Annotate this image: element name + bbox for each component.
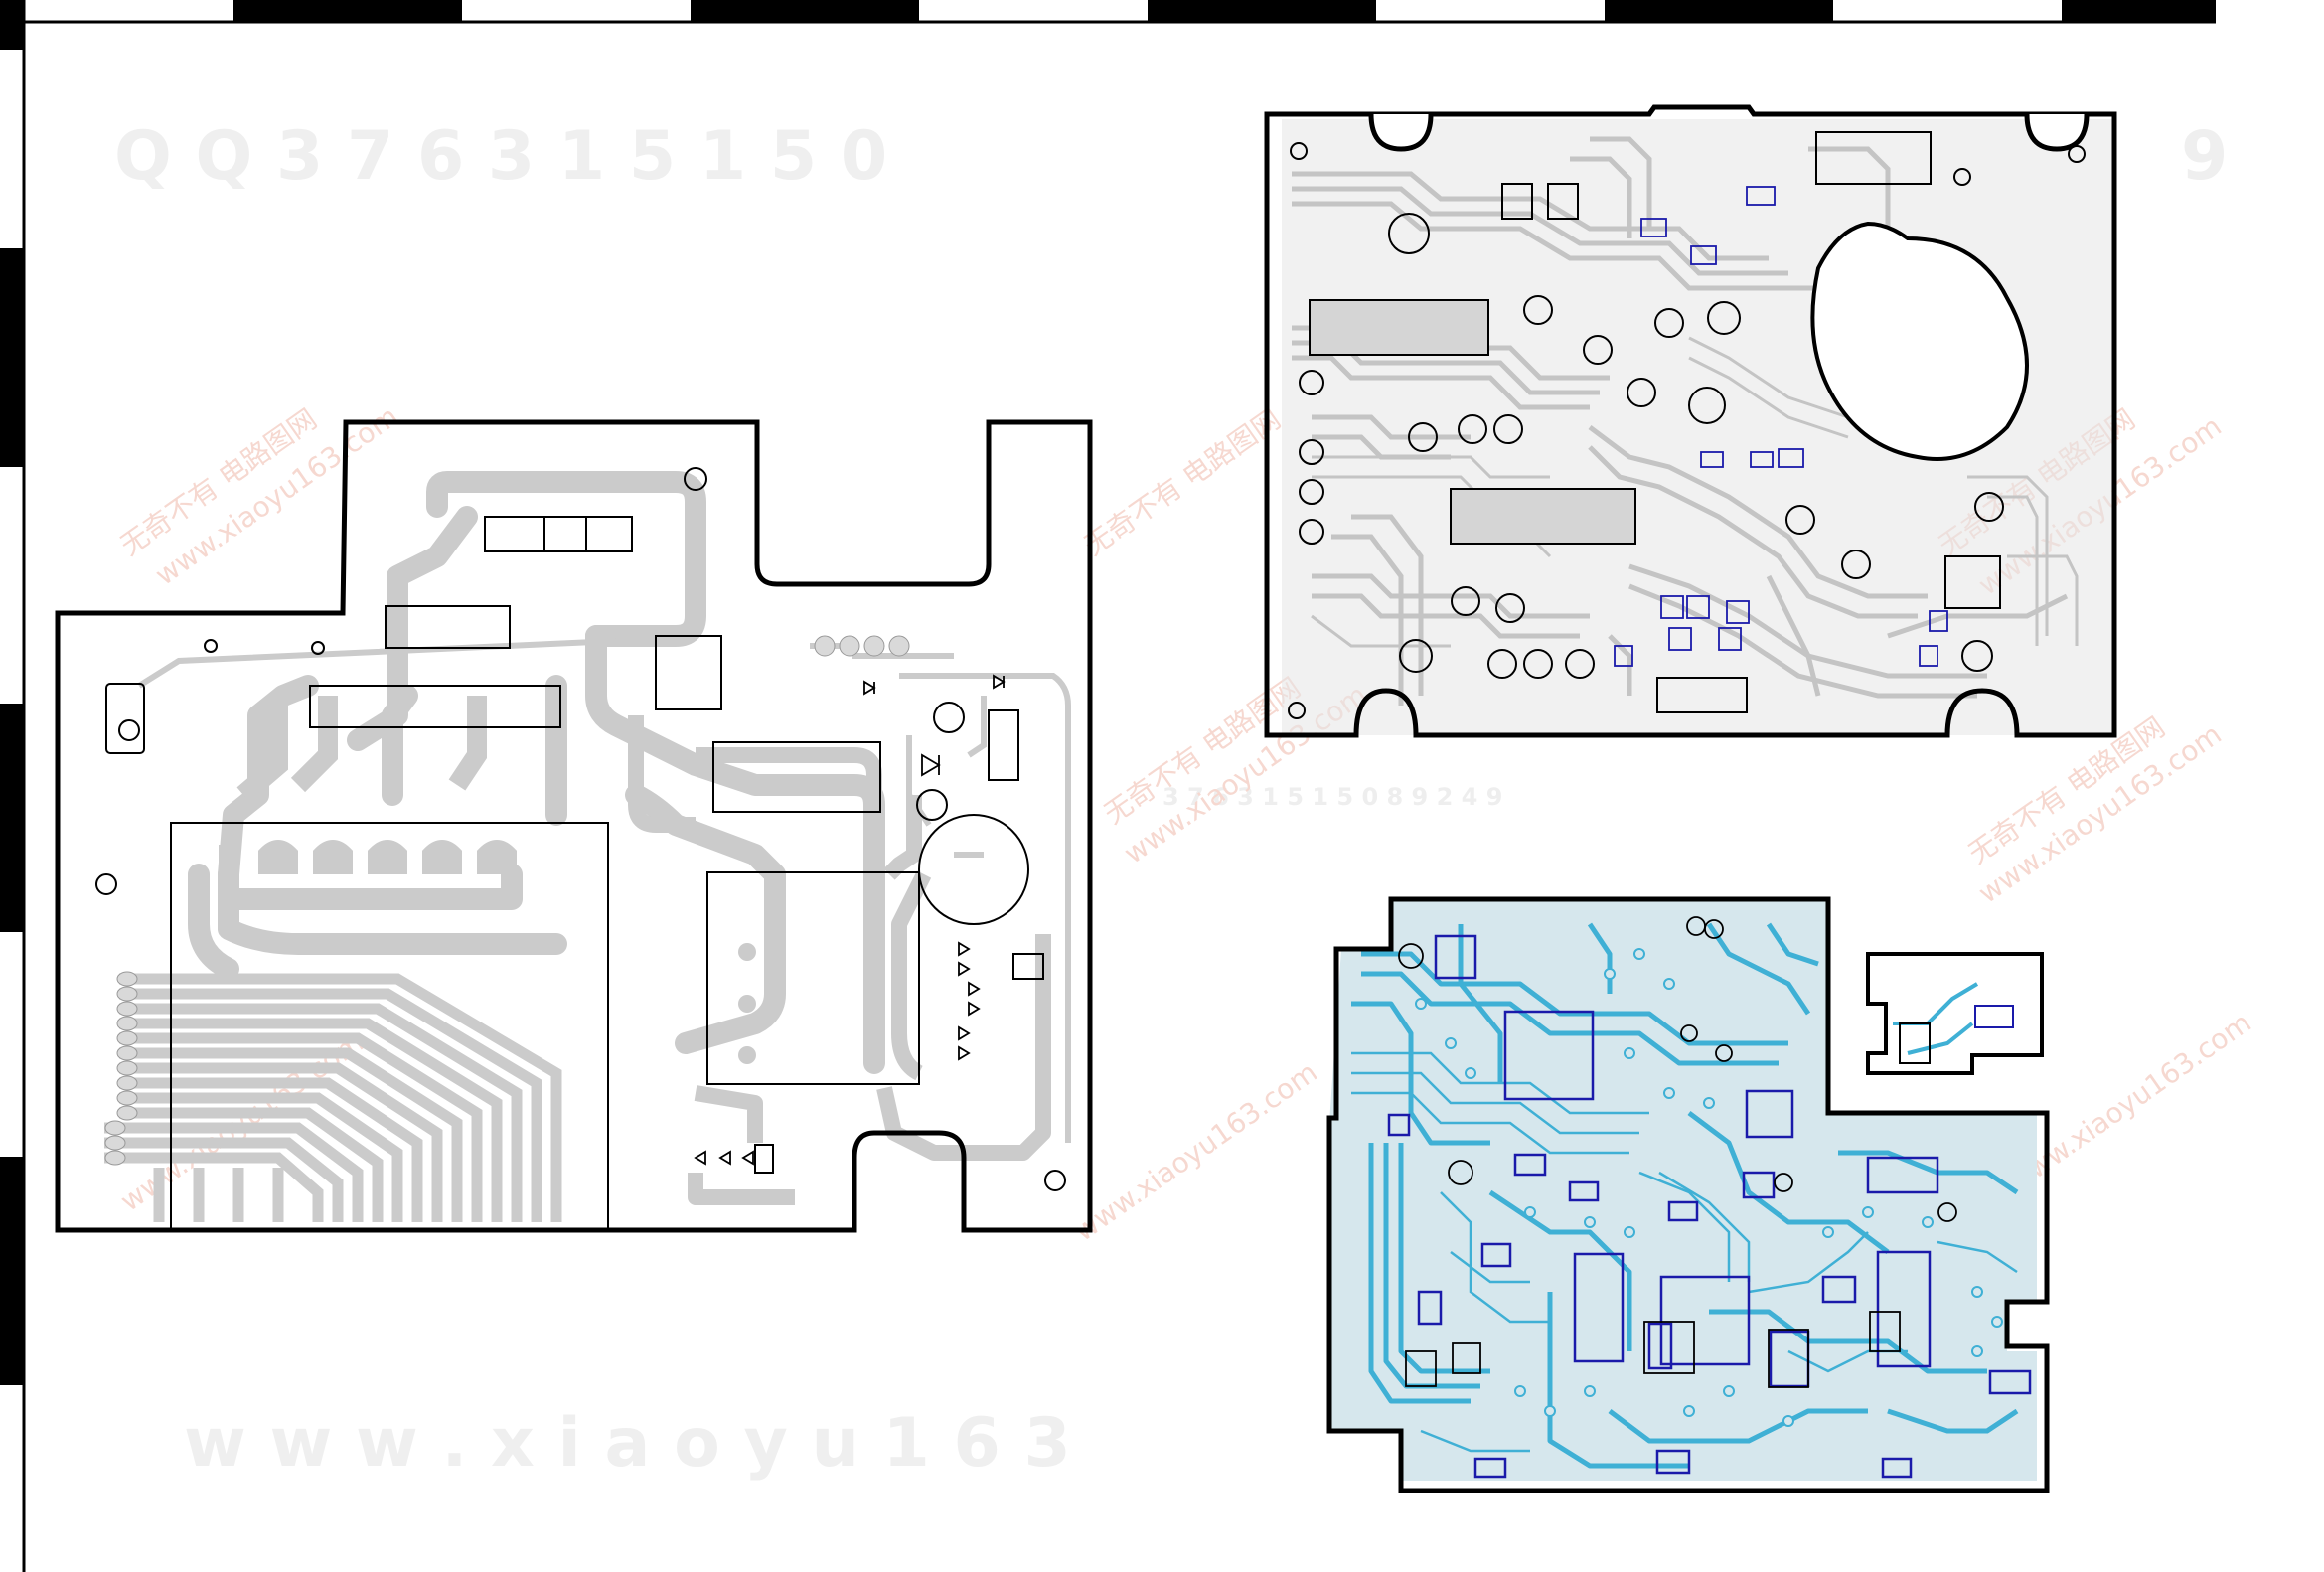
left-board-mount-hole-3: [1045, 1171, 1065, 1190]
left-board-regulator: [106, 684, 144, 753]
top-right-ic-1: [1310, 300, 1488, 355]
watermark-bottom-url: w w w . x i a o y u 1 6 3: [184, 1404, 1071, 1483]
bottom-right-board: [1329, 899, 2047, 1491]
watermark-url-7: www.xiaoyu163.com: [1068, 1055, 1323, 1247]
left-board-mount-hole-2: [96, 874, 116, 894]
watermark-top-right-digit: 9: [2181, 117, 2228, 196]
watermark-top-digits: Q Q 3 7 6 3 1 5 1 5 0: [114, 117, 887, 196]
left-board-electrolytic-cap: [919, 815, 1028, 924]
left-board-ic-strip: [310, 686, 560, 727]
top-right-board: [1267, 107, 2116, 735]
left-board-switch: [656, 636, 721, 709]
side-board-outline: [1868, 954, 2042, 1073]
watermark-cn-2: 无奇不有 电路图网: [1078, 402, 1287, 562]
left-board-connector-top: [485, 517, 632, 551]
top-right-ic-2: [1451, 489, 1635, 544]
